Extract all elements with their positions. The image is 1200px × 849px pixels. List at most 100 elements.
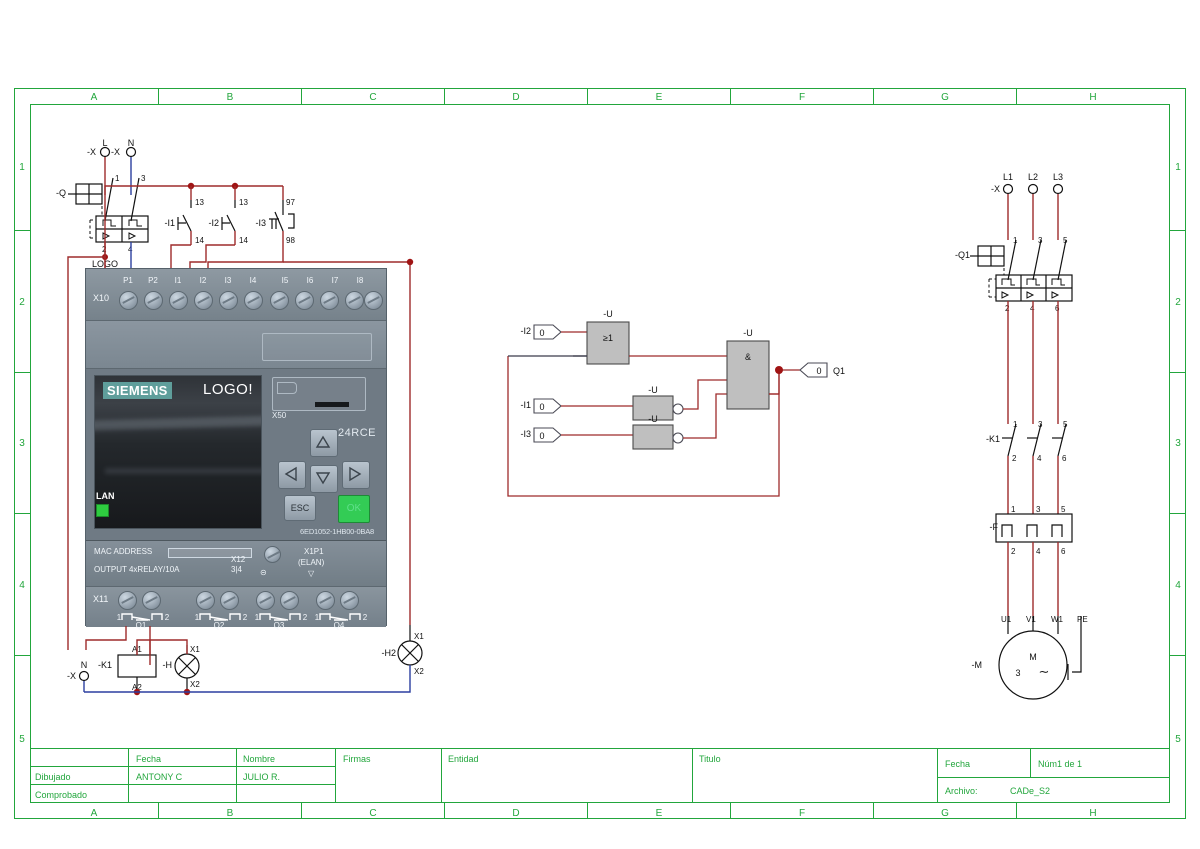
plc-term-label-I8: I8 xyxy=(356,276,364,285)
neutral-terminal-block: N -X xyxy=(67,660,90,682)
neutral-label-N: N xyxy=(81,660,88,670)
logic-gate-not-2[interactable]: -U xyxy=(632,393,727,450)
key-right-button[interactable] xyxy=(342,461,370,489)
neutral-terminal-tag: -X xyxy=(67,671,76,681)
lamp-H-terminal-X1: X1 xyxy=(190,645,200,654)
wire-feedback-loop xyxy=(507,356,780,497)
plc-screw-I1[interactable] xyxy=(169,291,188,310)
relay-contact-icon-Q3 xyxy=(259,613,301,621)
logic-input-I3[interactable]: -I3 0 xyxy=(520,427,633,443)
indicator-lamp-H2[interactable]: -H2 X1 X2 xyxy=(381,625,424,676)
plc-Q3-terminal-1: 1 xyxy=(254,613,260,622)
plc-Q4-terminal-1: 1 xyxy=(314,613,320,622)
chevron-left-icon xyxy=(284,466,297,482)
plc-output-label-Q4: Q4 xyxy=(333,621,345,630)
key-ok-button[interactable]: OK xyxy=(338,495,370,523)
chevron-right-icon xyxy=(349,466,362,482)
plc-screw-P1[interactable] xyxy=(119,291,138,310)
column-label-top-d: D xyxy=(512,92,519,103)
siemens-logo-plc[interactable]: X10 P1 P2 I1 I2 I3 I4 I5 I6 I7 I8 xyxy=(85,268,387,630)
overload-F-terminal-5: 5 xyxy=(1061,505,1066,514)
logic-input-I2[interactable]: -I2 0 xyxy=(520,324,587,340)
plc-screw-Q2-2[interactable] xyxy=(220,591,239,610)
lamp-H2-tag: -H2 xyxy=(381,648,396,658)
breaker-Q-tag: -Q xyxy=(56,188,66,198)
switch-I1[interactable]: 13 -I1 14 xyxy=(164,186,204,245)
plc-screw-I6[interactable] xyxy=(320,291,339,310)
overload-F-terminal-1: 1 xyxy=(1011,505,1016,514)
switch-I2-terminal-13: 13 xyxy=(239,198,248,207)
plc-screw-I2[interactable] xyxy=(194,291,213,310)
plc-term-label-I6: I6 xyxy=(306,276,314,285)
power-supply-tag: -X xyxy=(991,184,1000,194)
logic-gate-or[interactable]: -U ≥1 xyxy=(573,309,727,365)
plc-screw-P2[interactable] xyxy=(144,291,163,310)
column-label-top-g: G xyxy=(941,92,949,103)
plc-screw-Q4-1[interactable] xyxy=(316,591,335,610)
chevron-down-icon xyxy=(315,472,331,485)
circuit-breaker-Q1[interactable]: -Q1 1 3 5 2 4 6 xyxy=(955,236,1073,313)
wire-Q1-1-down xyxy=(85,626,127,650)
plc-screw-extra[interactable] xyxy=(270,291,289,310)
supply-label-L: L xyxy=(102,138,107,148)
motor-symbol-ac: ∼ xyxy=(1039,664,1050,679)
logic-output-Q1-value: 0 xyxy=(816,366,821,376)
logic-output-Q1[interactable]: 0 Q1 xyxy=(799,362,845,378)
breaker-Q1-tag: -Q1 xyxy=(955,250,970,260)
motor-M[interactable]: U1 V1 W1 PE -M M 3 ∼ xyxy=(972,615,1088,700)
key-down-button[interactable] xyxy=(310,465,338,493)
overload-relay-F[interactable]: -F 1 3 5 2 4 6 xyxy=(990,505,1073,556)
plc-memory-card-slot[interactable] xyxy=(272,377,366,411)
overload-F-terminal-2: 2 xyxy=(1011,547,1016,556)
switch-I1-terminal-13: 13 xyxy=(195,198,204,207)
logic-gate-and[interactable]: -U & xyxy=(726,328,779,410)
plc-screw-I5[interactable] xyxy=(295,291,314,310)
contactor-K1-terminal-4: 4 xyxy=(1037,454,1042,463)
wire-L-to-left-rail xyxy=(67,256,105,650)
switch-I2[interactable]: 13 -I2 14 xyxy=(208,186,248,245)
plc-screw-Q4-2[interactable] xyxy=(340,591,359,610)
key-left-button[interactable] xyxy=(278,461,306,489)
tb-dibujado-fecha: ANTONY C xyxy=(136,772,183,782)
plc-screw-Q3-1[interactable] xyxy=(256,591,275,610)
motor-tag: -M xyxy=(972,660,983,670)
column-label-top-b: B xyxy=(227,92,234,103)
key-esc-button[interactable]: ESC xyxy=(284,495,316,521)
plc-screw-Q2-1[interactable] xyxy=(196,591,215,610)
column-label-bottom-f: F xyxy=(799,808,805,819)
column-label-bottom-e: E xyxy=(656,808,663,819)
contactor-K1-power[interactable]: -K1 1 3 5 2 4 6 xyxy=(986,420,1068,463)
contactor-K1-tag: -K1 xyxy=(986,434,1000,444)
plc-x12-screw[interactable] xyxy=(264,546,281,563)
junction-right-rail xyxy=(406,258,414,266)
plc-screw-Q3-2[interactable] xyxy=(280,591,299,610)
plc-term-label-I2: I2 xyxy=(199,276,207,285)
column-separators-top xyxy=(158,88,1017,105)
logic-input-I1[interactable]: -I1 0 xyxy=(520,398,633,414)
plc-screw-I8[interactable] xyxy=(364,291,383,310)
plc-front-face: SIEMENS LOGO! LAN X50 24RCE xyxy=(86,369,386,541)
logic-gate-not-1-tag: -U xyxy=(648,385,658,395)
plc-Q2-terminal-1: 1 xyxy=(194,613,200,622)
logic-gate-not-1[interactable]: -U xyxy=(632,379,727,421)
plc-screw-Q1-2[interactable] xyxy=(142,591,161,610)
switch-I3-thermal[interactable]: 97 -I3 98 xyxy=(255,186,295,245)
power-label-L2: L2 xyxy=(1028,172,1038,182)
column-label-top-a: A xyxy=(91,92,98,103)
tb-titulo-label: Titulo xyxy=(699,754,721,764)
logic-input-I2-value: 0 xyxy=(539,328,544,338)
plc-screw-I4[interactable] xyxy=(244,291,263,310)
tb-row-label-dibujado: Dibujado xyxy=(35,772,71,782)
plc-x12-sub: 3|4 xyxy=(231,565,242,574)
switch-I2-tag: -I2 xyxy=(208,218,219,228)
key-up-button[interactable] xyxy=(310,429,338,457)
plc-screw-I3[interactable] xyxy=(219,291,238,310)
plc-ground-icon: ⊝ xyxy=(260,568,267,577)
row-label-right-5: 5 xyxy=(1175,734,1181,745)
plc-term-label-I7: I7 xyxy=(331,276,339,285)
power-label-L3: L3 xyxy=(1053,172,1063,182)
power-terminal-L1 xyxy=(1002,183,1014,195)
plc-screw-Q1-1[interactable] xyxy=(118,591,137,610)
contactor-K1-terminal-3: 3 xyxy=(1038,420,1043,429)
